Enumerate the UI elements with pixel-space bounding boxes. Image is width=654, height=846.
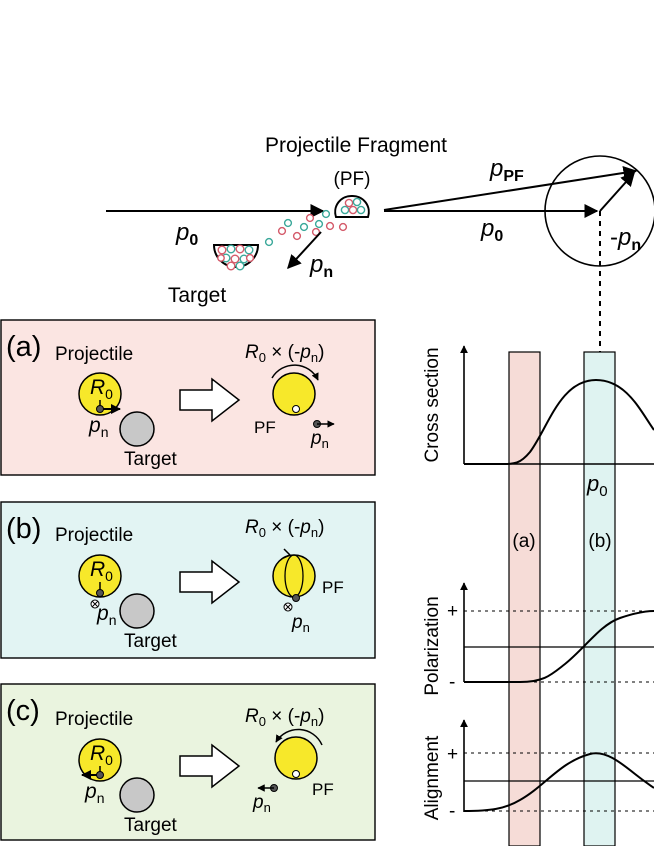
cross-section-curve: [464, 378, 654, 465]
panel-b-pn2-label: pn: [291, 612, 310, 635]
neg-pn-arrow: [599, 171, 635, 212]
panel-b-r0-label: R0: [90, 558, 113, 584]
alignment-minus: -: [449, 801, 455, 822]
panel-a-projectile-sphere: [78, 372, 122, 416]
panel-c-hole: [292, 770, 300, 778]
panel-c-target-sphere: [119, 777, 155, 813]
projectile-fragment-cup: [334, 194, 370, 218]
panel-b-pf-label: PF: [322, 578, 344, 597]
panel-c-rotation-arrow: [275, 728, 323, 746]
panel-c-pf-label: PF: [312, 780, 334, 799]
panel-c-transition-arrow: [179, 743, 241, 789]
ppf-arrow: [383, 166, 638, 211]
polarization-plus: +: [447, 601, 458, 622]
polarization-minus: -: [449, 672, 455, 693]
ppf-label: pPF: [489, 155, 524, 185]
panel-a-nucleon: [96, 405, 104, 413]
panel-a-target-sphere: [119, 411, 155, 447]
p0-left-label: p0: [175, 219, 198, 249]
p0-right-label: p0: [480, 215, 503, 245]
panel-b-formula: R0 × (-pn): [245, 517, 324, 540]
pn-arrow: [287, 231, 322, 270]
scattered-nucleons: [264, 209, 348, 247]
panel-c-formula: R0 × (-pn): [245, 706, 324, 729]
band-a-label: (a): [512, 531, 535, 552]
alignment-label: Alignment: [422, 735, 443, 820]
panel-c-pn-label: pn: [84, 780, 104, 806]
p0-axis-label: p0: [586, 471, 608, 500]
panel-a-projectile-label: Projectile: [55, 344, 133, 365]
band-b: [583, 351, 616, 846]
panel-a-pf-sphere: [272, 372, 316, 416]
neg-pn-label: -pn: [610, 224, 641, 254]
panel-c-r0-label: R0: [90, 742, 113, 768]
panel-a-transition-arrow: [179, 377, 241, 423]
projectile-fragment-title: Projectile Fragment: [265, 134, 447, 157]
panel-a-pf-label: PF: [254, 418, 276, 437]
panel-b-transition-arrow: [179, 559, 241, 605]
band-b-label: (b): [588, 531, 611, 552]
panel-b-target-label: Target: [124, 631, 178, 652]
panel-a-pn2-label: pn: [310, 428, 329, 451]
panel-a-pn-label: pn: [88, 414, 108, 440]
panel-c-target-label: Target: [124, 815, 178, 836]
panel-c-pn2-label: pn: [252, 792, 271, 815]
alignment-plus: +: [447, 744, 458, 765]
panel-b-pn-label: pn: [96, 602, 116, 628]
panel-a-hole: [292, 405, 300, 413]
band-a: [508, 351, 541, 846]
target-label: Target: [168, 284, 227, 307]
panel-c: (c) Projectile R0 pn Target R0 × (-pn) p…: [0, 683, 376, 841]
panel-a-target-label: Target: [124, 449, 178, 470]
panel-a: (a) Projectile R0 pn Target R0 × (-pn) P…: [0, 319, 376, 476]
reaction-scheme: Projectile Fragment (PF) p0: [106, 134, 654, 490]
panel-b-nucleon: [96, 589, 104, 597]
panel-b-pf-sphere: [272, 554, 316, 598]
panel-c-label: (c): [6, 695, 40, 727]
pn-label: pn: [309, 251, 333, 281]
polarization-curve: [464, 610, 654, 683]
cross-section-label: Cross section: [422, 347, 443, 462]
panel-b-label: (b): [6, 513, 41, 545]
panel-c-projectile-label: Projectile: [55, 709, 133, 730]
panel-c-nucleon: [96, 771, 104, 779]
panel-b: (b) Projectile R0 pn Target R0 × (-pn) P…: [0, 501, 376, 659]
panel-a-label: (a): [6, 331, 41, 363]
graphs: Cross section p0 (a) (b) + - Polarizatio…: [422, 345, 654, 846]
panel-a-r0-label: R0: [90, 376, 113, 402]
panel-b-target-sphere: [119, 593, 155, 629]
pf-label: (PF): [334, 169, 371, 190]
alignment-curve: [463, 752, 654, 812]
panel-b-rotation-arrowhead: [282, 548, 291, 559]
panel-a-formula: R0 × (-pn): [245, 342, 324, 365]
panel-b-emitted-nucleon: [292, 594, 300, 602]
panel-c-pf-sphere: [274, 736, 318, 780]
target-cup: [212, 244, 260, 271]
panel-a-rotation-arrow: [271, 364, 319, 381]
panel-b-projectile-label: Projectile: [55, 525, 133, 546]
polarization-label: Polarization: [422, 596, 443, 695]
